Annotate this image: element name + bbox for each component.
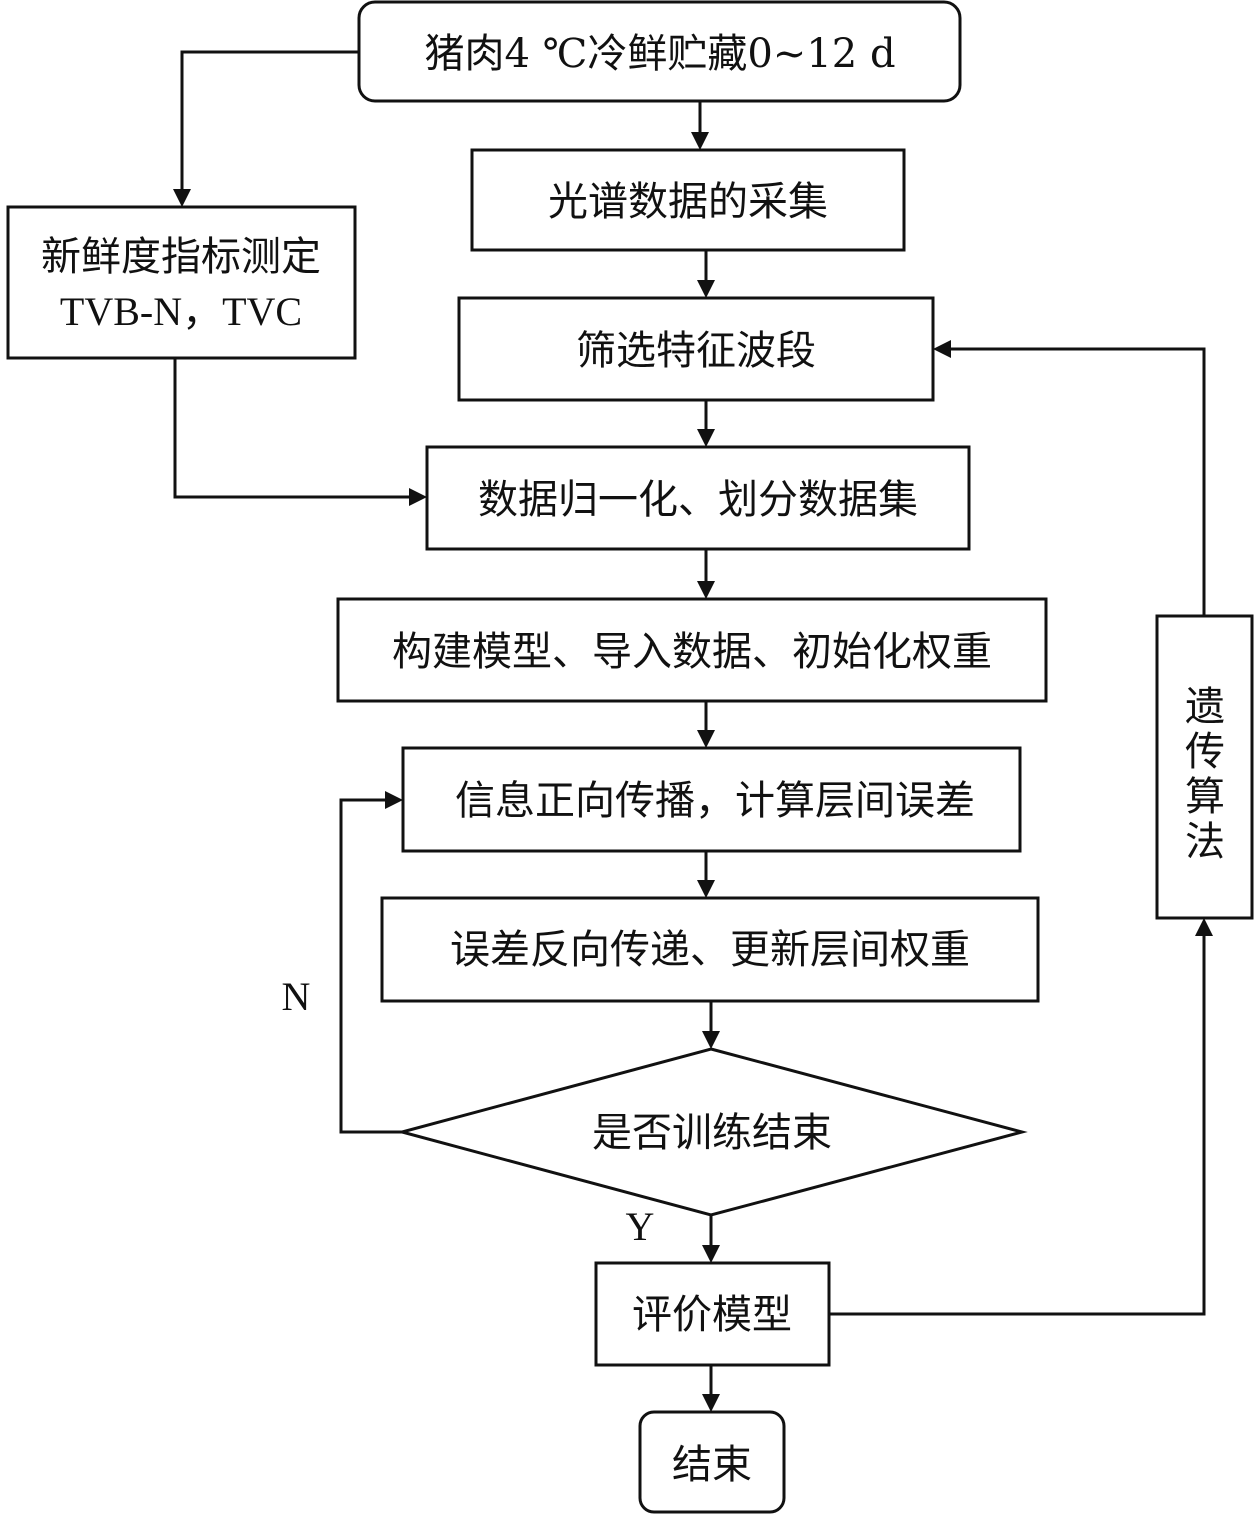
edge-label-no: N [282,974,311,1019]
end-shape [638,1410,786,1514]
build-label: 构建模型、导入数据、初始化权重 [392,629,992,675]
node-spectral: 光谱数据的采集 [470,148,906,252]
arrow-head [691,132,709,150]
arrow-head [1195,918,1213,936]
node-evaluate: 评价模型 [594,1261,831,1367]
bands-label: 筛选特征波段 [576,328,816,374]
decision-label: 是否训练结束 [592,1110,832,1156]
edge-ga-bands [947,347,1206,616]
freshness-label-line1: 新鲜度指标测定 [41,234,321,280]
edge-label-yes: Y [626,1204,655,1249]
end-label: 结束 [672,1442,752,1488]
arrow-head [409,488,427,506]
evaluate-label: 评价模型 [632,1292,792,1338]
ga-label-char-4: 法 [1185,819,1225,865]
arrow-head [702,1394,720,1412]
normalize-shape [425,445,971,551]
edge-start-freshness [180,50,359,193]
ga-label-char-2: 传 [1185,729,1225,775]
arrow-head [933,340,951,358]
spectral-shape [470,148,906,252]
evaluate-shape [594,1261,831,1367]
arrow-head [697,880,715,898]
forward-label: 信息正向传播，计算层间误差 [455,778,975,824]
node-decision: 是否训练结束 [396,1047,1028,1217]
arrow-head [173,189,191,207]
freshness-label-line2: TVB-N，TVC [60,289,302,334]
arrow-head [697,581,715,599]
arrow-head [702,1245,720,1263]
node-ga: 遗 传 算 法 [1155,614,1254,920]
arrow-head [385,791,403,809]
start-label: 猪肉4 ℃冷鲜贮藏0~12 d [424,31,895,77]
node-normalize: 数据归一化、划分数据集 [425,445,971,551]
node-freshness: 新鲜度指标测定 TVB-N，TVC [6,205,357,360]
node-start: 猪肉4 ℃冷鲜贮藏0~12 d [357,0,962,103]
build-shape [336,597,1048,703]
spectral-label: 光谱数据的采集 [548,179,828,225]
backward-label: 误差反向传递、更新层间权重 [450,927,970,973]
arrow-head [697,280,715,298]
node-end: 结束 [638,1410,786,1514]
arrow-head [702,1031,720,1049]
ga-shape [1155,614,1254,920]
node-bands: 筛选特征波段 [457,296,935,402]
node-build: 构建模型、导入数据、初始化权重 [336,597,1048,703]
forward-shape [401,746,1022,853]
freshness-shape [6,205,357,360]
normalize-label: 数据归一化、划分数据集 [478,477,918,523]
node-backward: 误差反向传递、更新层间权重 [380,896,1040,1003]
ga-label-char-3: 算 [1185,774,1225,820]
bands-shape [457,296,935,402]
node-forward: 信息正向传播，计算层间误差 [401,746,1022,853]
arrow-head [697,429,715,447]
ga-label-char-1: 遗 [1185,684,1225,730]
arrow-head [697,730,715,748]
edge-decision-forward-no [339,798,402,1134]
edge-evaluate-ga [829,932,1206,1316]
edge-freshness-normalize [173,358,413,499]
